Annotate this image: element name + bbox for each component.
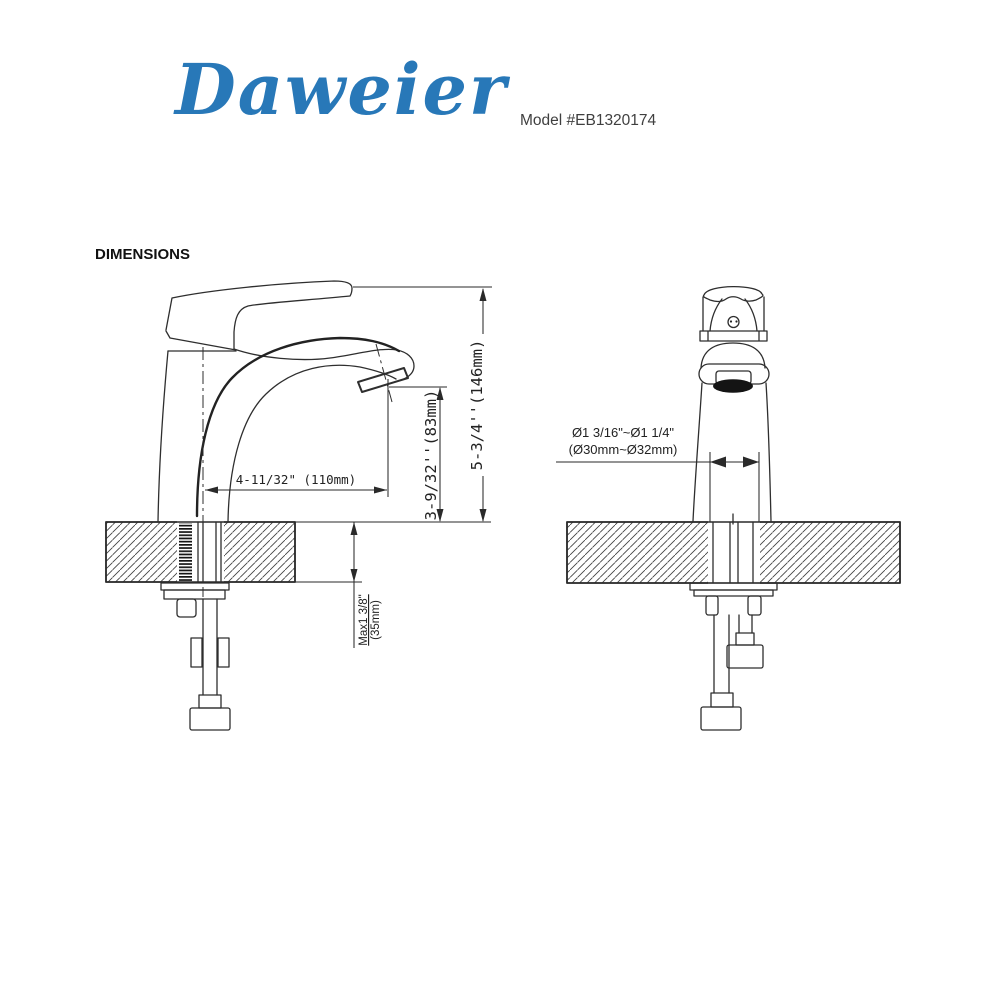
dim-spout-reach-label: 4-11/32" (110mm) xyxy=(236,472,356,487)
hot-cold-indicator xyxy=(727,315,740,329)
front-view-drawing: Ø1 3/16"~Ø1 1/4" (Ø30mm~Ø32mm) xyxy=(556,286,901,731)
side-view-drawing: 5-3/4''(146mm) 3-9/32''(83mm) 4-11/32" (… xyxy=(105,280,492,731)
dim-spout-height: 3-9/32''(83mm) xyxy=(389,386,447,522)
front-view-faucet-body xyxy=(692,286,772,522)
supply-hose-connector xyxy=(700,706,742,731)
dim-spout-height-label: 3-9/32''(83mm) xyxy=(422,390,440,521)
dim-deck-thickness-label2: (35mm) xyxy=(370,600,382,640)
model-number: Model #EB1320174 xyxy=(520,112,657,129)
dim-spout-reach: 4-11/32" (110mm) xyxy=(205,379,389,497)
side-view-faucet-body xyxy=(157,280,415,597)
dim-deck-thickness-label1: Max1 3/8" xyxy=(358,594,370,645)
aerator-outlet xyxy=(713,379,753,393)
supply-hose-connector xyxy=(189,707,231,731)
handle-front xyxy=(702,286,764,303)
dim-hole-diameter-label1: Ø1 3/16"~Ø1 1/4" xyxy=(572,425,674,440)
front-view-mounting-hardware xyxy=(689,582,778,731)
dim-hole-diameter-label2: (Ø30mm~Ø32mm) xyxy=(569,442,678,457)
dim-hole-diameter: Ø1 3/16"~Ø1 1/4" (Ø30mm~Ø32mm) xyxy=(556,425,760,522)
dim-overall-height-label: 5-3/4''(146mm) xyxy=(468,340,486,471)
section-title: DIMENSIONS xyxy=(95,246,191,263)
side-view-countertop xyxy=(105,521,491,583)
front-view-countertop xyxy=(566,513,901,584)
brand-logo: Daweier xyxy=(175,48,508,131)
mounting-nut xyxy=(176,598,197,618)
dim-deck-thickness: Max1 3/8" (35mm) xyxy=(350,522,382,648)
spout-aerator xyxy=(357,367,409,393)
dim-overall-height: 5-3/4''(146mm) xyxy=(353,286,492,522)
threaded-shank xyxy=(179,523,192,581)
supply-hose-connector xyxy=(726,644,764,669)
side-view-mounting-hardware xyxy=(160,582,231,731)
